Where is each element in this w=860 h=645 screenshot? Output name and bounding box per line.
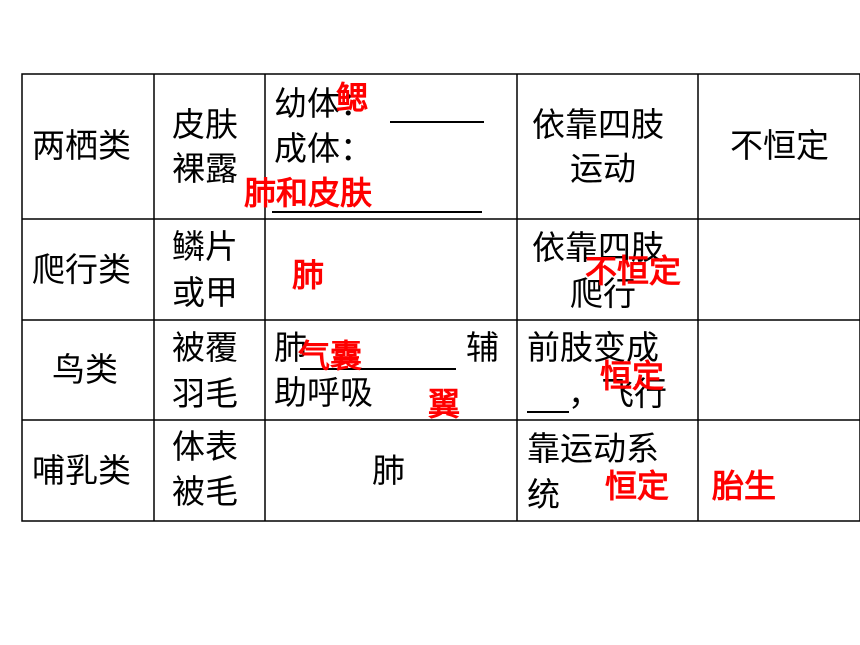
answer-reptile-respiration: 肺 [292,256,325,294]
movement-reptile-line2: 爬行 [570,274,636,313]
covering-mammal-line2: 被毛 [172,472,238,511]
air-sac-blank-line [300,368,456,370]
covering-amphibian-line2: 裸露 [172,149,238,188]
adult-blank-line [272,211,482,213]
covering-reptile-line2: 或甲 [172,273,238,312]
table-border [21,73,860,522]
answer-reptile-body-temp: 不恒定 [585,252,682,290]
movement-bird-line1: 前肢变成 [527,328,659,367]
respiration-amphibian-larva-label: 幼体： [274,84,373,123]
class-name-bird: 鸟类 [52,350,118,389]
covering-bird-line1: 被覆 [172,328,238,367]
answer-amphibian-larva: 鳃 [336,79,369,117]
answer-bird-air-sac: 气囊 [298,337,363,375]
movement-reptile-line1: 依靠四肢 [532,228,664,267]
respiration-amphibian-adult-label: 成体： [274,129,373,168]
answer-mammal-reproduction: 胎生 [712,467,777,505]
respiration-bird-lung: 肺 [274,328,307,367]
larva-blank-line [390,121,484,123]
answer-bird-body-temp: 恒定 [600,357,665,395]
covering-bird-line2: 羽毛 [172,374,238,413]
movement-bird-line2: ，飞行 [568,374,667,413]
class-name-reptile: 爬行类 [32,250,131,289]
movement-mammal-line1: 靠运动系 [527,429,659,468]
movement-amphibian-line2: 运动 [570,149,636,188]
respiration-bird-line2: 助呼吸 [274,373,373,412]
answer-bird-wing: 翼 [428,385,461,423]
wing-blank-line [527,411,569,413]
class-name-amphibian: 两栖类 [32,126,131,165]
answer-mammal-body-temp: 恒定 [605,467,670,505]
answer-amphibian-adult: 肺和皮肤 [244,174,373,212]
covering-amphibian-line1: 皮肤 [172,105,238,144]
movement-mammal-line2: 统 [527,475,560,514]
respiration-bird-assist: 辅 [466,328,499,367]
respiration-mammal: 肺 [372,451,405,490]
covering-reptile-line1: 鳞片 [172,227,238,266]
body-temp-amphibian: 不恒定 [730,126,829,165]
class-name-mammal: 哺乳类 [32,451,131,490]
movement-amphibian-line1: 依靠四肢 [532,105,664,144]
covering-mammal-line1: 体表 [172,427,238,466]
